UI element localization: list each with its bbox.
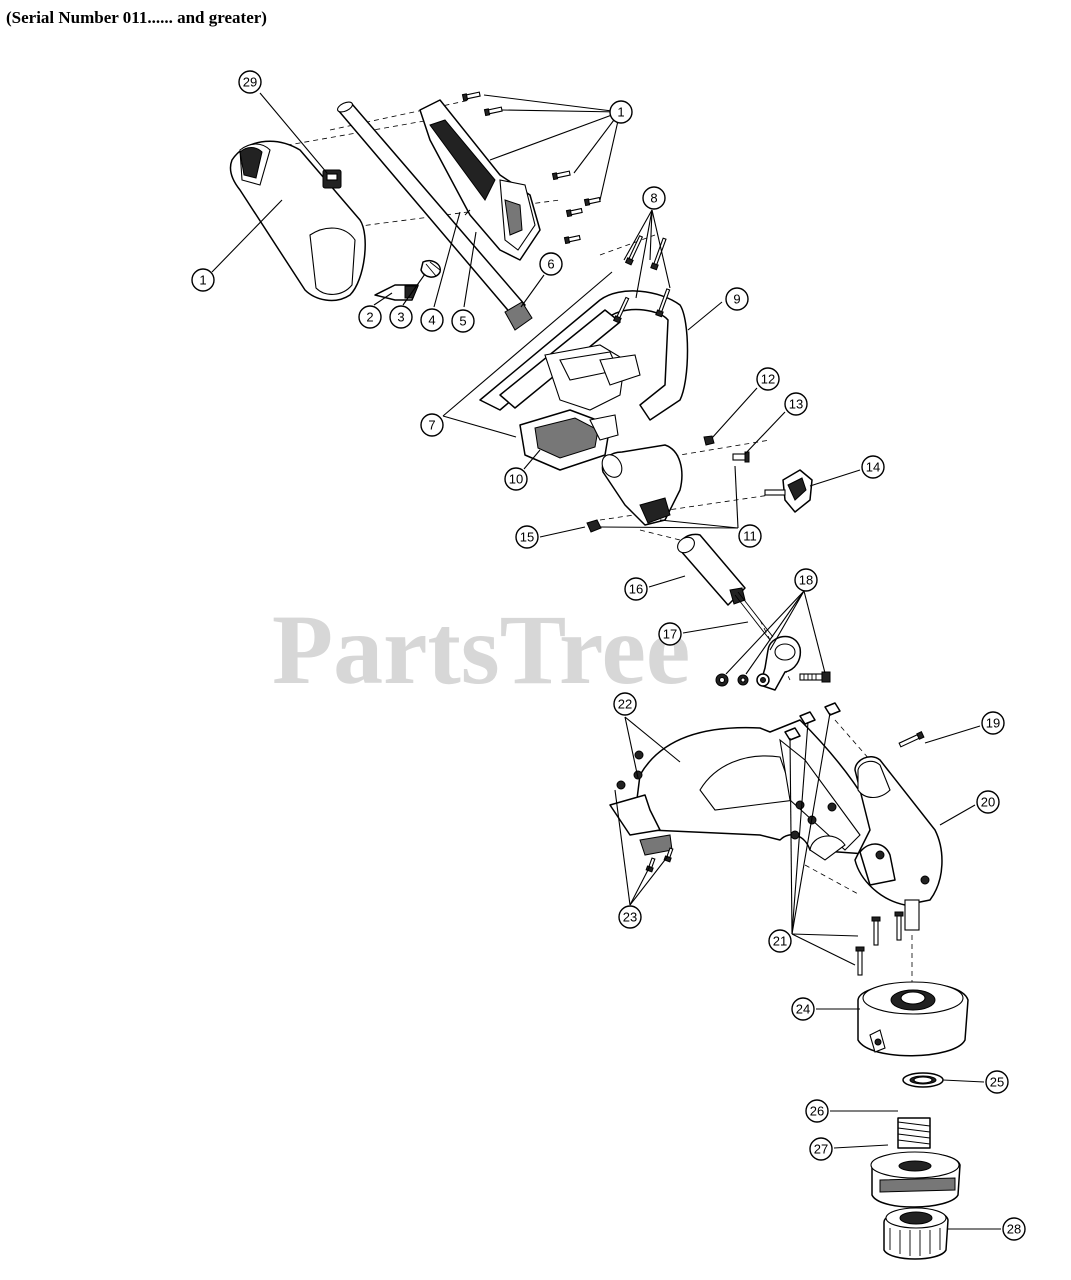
callouts: 29 1 1 2 3 4 5 6 7 8 9 10 11 12 13 14 15… xyxy=(191,70,1026,1241)
svg-text:25: 25 xyxy=(990,1075,1004,1090)
svg-text:24: 24 xyxy=(796,1002,810,1017)
svg-text:12: 12 xyxy=(761,372,775,387)
callout-15: 15 xyxy=(515,525,539,549)
assist-handle-9 xyxy=(479,290,689,421)
callout-1-left: 1 xyxy=(191,268,215,292)
nut-12 xyxy=(703,435,715,446)
callout-4: 4 xyxy=(420,308,444,332)
svg-text:17: 17 xyxy=(663,627,677,642)
callout-14: 14 xyxy=(861,455,885,479)
svg-text:27: 27 xyxy=(814,1142,828,1157)
callout-5: 5 xyxy=(451,309,475,333)
coupler-11 xyxy=(601,444,683,526)
guard-22 xyxy=(609,719,886,861)
upper-shaft-5 xyxy=(337,101,533,331)
watermark: PartsTree xyxy=(272,594,690,705)
svg-text:5: 5 xyxy=(459,314,466,329)
callout-6: 6 xyxy=(539,252,563,276)
callout-7: 7 xyxy=(420,413,444,437)
svg-text:16: 16 xyxy=(629,582,643,597)
bolt-13 xyxy=(732,451,750,463)
nut-15 xyxy=(586,519,602,533)
svg-text:3: 3 xyxy=(397,310,404,325)
svg-text:1: 1 xyxy=(199,273,206,288)
clamp-18 xyxy=(715,635,831,691)
callout-19: 19 xyxy=(981,711,1005,735)
callout-13: 13 xyxy=(784,392,808,416)
svg-text:20: 20 xyxy=(981,795,995,810)
washer-25 xyxy=(902,1072,944,1088)
svg-text:29: 29 xyxy=(243,75,257,90)
svg-text:11: 11 xyxy=(743,529,757,544)
callout-17: 17 xyxy=(658,622,682,646)
spring-3 xyxy=(420,260,441,278)
lower-shaft-16 xyxy=(677,533,746,606)
svg-text:1: 1 xyxy=(617,105,624,120)
switch-29 xyxy=(322,169,342,189)
svg-text:15: 15 xyxy=(520,530,534,545)
callout-20: 20 xyxy=(976,790,1000,814)
spool-housing-24 xyxy=(857,981,969,1057)
svg-text:19: 19 xyxy=(986,716,1000,731)
svg-text:13: 13 xyxy=(789,397,803,412)
callout-9: 9 xyxy=(725,287,749,311)
svg-text:8: 8 xyxy=(650,191,657,206)
page-title: (Serial Number 011...... and greater) xyxy=(6,8,267,27)
gear-head-20 xyxy=(854,756,943,931)
svg-text:14: 14 xyxy=(866,460,880,475)
svg-text:18: 18 xyxy=(799,573,813,588)
svg-text:6: 6 xyxy=(547,257,554,272)
svg-text:9: 9 xyxy=(733,292,740,307)
svg-text:28: 28 xyxy=(1007,1222,1021,1237)
callout-26: 26 xyxy=(805,1099,829,1123)
spring-26 xyxy=(897,1117,931,1149)
handle-housing-left-half xyxy=(229,140,366,302)
callout-10: 10 xyxy=(504,467,528,491)
svg-text:26: 26 xyxy=(810,1104,824,1119)
svg-text:10: 10 xyxy=(509,472,523,487)
callout-12: 12 xyxy=(756,367,780,391)
callout-25: 25 xyxy=(985,1070,1009,1094)
callout-27: 27 xyxy=(809,1137,833,1161)
callout-1-top: 1 xyxy=(609,100,633,124)
screws-8 xyxy=(612,235,671,324)
callout-18: 18 xyxy=(794,568,818,592)
callout-28: 28 xyxy=(1002,1217,1026,1241)
callout-2: 2 xyxy=(358,305,382,329)
callout-29: 29 xyxy=(238,70,262,94)
callout-23: 23 xyxy=(618,905,642,929)
svg-text:2: 2 xyxy=(366,310,373,325)
callout-24: 24 xyxy=(791,997,815,1021)
screw-19 xyxy=(898,731,925,748)
knob-14 xyxy=(764,469,813,513)
callout-3: 3 xyxy=(389,305,413,329)
leader-lines xyxy=(211,92,1001,1230)
screws-21-lower xyxy=(855,911,904,976)
handle-housing-right-half xyxy=(419,99,541,261)
svg-text:21: 21 xyxy=(773,934,787,949)
svg-text:4: 4 xyxy=(428,313,435,328)
callout-8: 8 xyxy=(642,186,666,210)
callout-22: 22 xyxy=(613,692,637,716)
callout-21: 21 xyxy=(768,929,792,953)
callout-16: 16 xyxy=(624,577,648,601)
screws-part-1 xyxy=(461,91,601,245)
svg-text:23: 23 xyxy=(623,910,637,925)
callout-11: 11 xyxy=(738,524,762,548)
nuts-21 xyxy=(784,702,841,741)
spool-27 xyxy=(870,1151,961,1208)
bracket-10 xyxy=(519,409,619,471)
svg-text:22: 22 xyxy=(618,697,632,712)
svg-text:7: 7 xyxy=(428,418,435,433)
bump-knob-28 xyxy=(883,1207,949,1260)
